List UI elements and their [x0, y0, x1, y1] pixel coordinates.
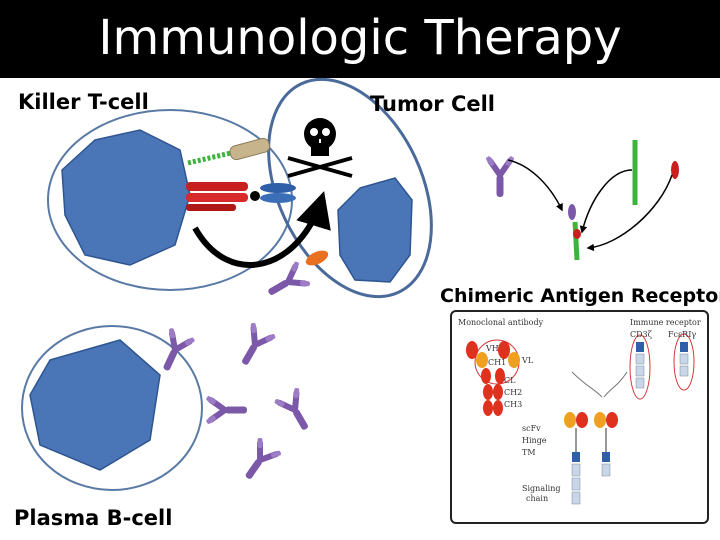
- costimulatory-receptor: [187, 137, 271, 166]
- fig-ch3: CH3: [504, 400, 523, 409]
- killer-t-cell-label: Killer T-cell: [18, 90, 149, 114]
- tumor-cell-label: Tumor Cell: [370, 92, 495, 116]
- t-cell-nucleus: [61, 129, 191, 266]
- mab-diagram: [466, 339, 520, 416]
- car-label: Chimeric Antigen Receptor: [440, 285, 720, 307]
- fig-cl: CL: [504, 376, 516, 385]
- antibody: [205, 395, 247, 425]
- car-figure: [466, 333, 695, 505]
- fig-ch2: CH2: [504, 388, 523, 397]
- immune-receptor-diagram: [629, 333, 695, 400]
- tumor-cell: [267, 77, 433, 299]
- t-cell-receptor: [186, 182, 260, 211]
- page-title: Immunologic Therapy: [98, 10, 622, 66]
- mhc-antigen: [260, 183, 296, 203]
- antibody: [231, 320, 278, 372]
- car-diagram: [564, 412, 618, 505]
- plasma-b-cell-label: Plasma B-cell: [14, 506, 173, 530]
- fig-fceri-gamma: FcεRIγ: [668, 330, 697, 339]
- tumor-nucleus: [337, 177, 413, 283]
- fig-cd3z: CD3ζ: [630, 330, 652, 339]
- car-figure-panel: Monoclonal antibody Immune receptor CD3ζ…: [450, 310, 709, 524]
- antibody-purple: [485, 155, 515, 197]
- cytotoxic-arrow: [192, 191, 331, 268]
- fig-immune-receptor: Immune receptor: [630, 318, 701, 327]
- title-bar: [0, 0, 720, 78]
- fig-vl: VL: [522, 356, 534, 365]
- car-construction: [485, 140, 679, 261]
- antibody: [235, 435, 284, 487]
- plasma-b-cell: [21, 325, 203, 491]
- fig-hinge: Hinge: [522, 436, 547, 445]
- skull-crossbones-icon: [287, 118, 353, 178]
- fig-monoclonal-antibody: Monoclonal antibody: [458, 318, 544, 327]
- fig-ch1: CH1: [488, 358, 507, 367]
- tumor-antigen: [305, 250, 329, 266]
- fig-vh: VH: [486, 344, 499, 353]
- fig-tm: TM: [522, 448, 536, 457]
- fig-scfv: scFv: [522, 424, 541, 433]
- fig-signaling: Signaling: [522, 484, 561, 493]
- antibody-tumor-bound: [261, 259, 313, 306]
- fig-chain: chain: [526, 494, 549, 503]
- b-cell-nucleus: [29, 339, 161, 471]
- antibody: [272, 385, 319, 437]
